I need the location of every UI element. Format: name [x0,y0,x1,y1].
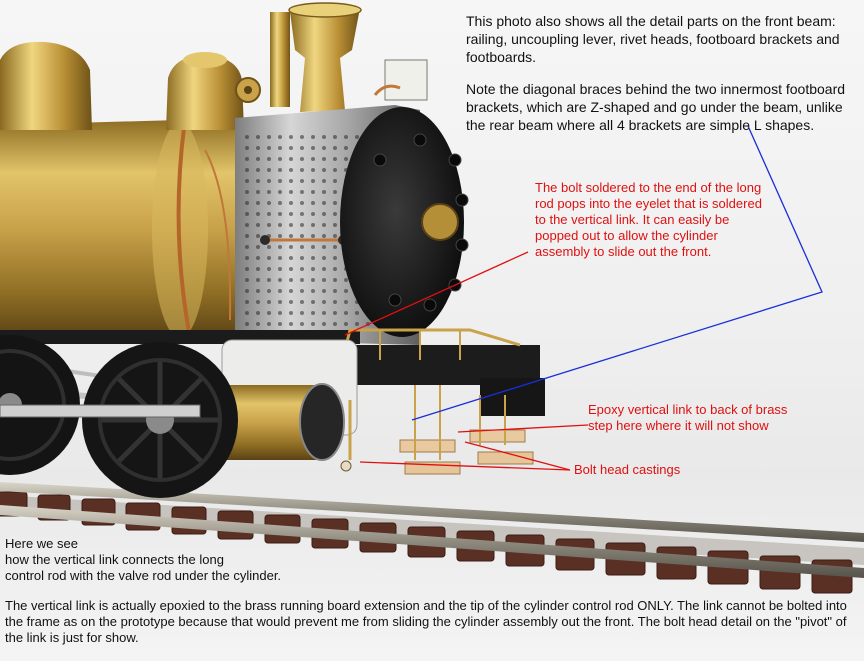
leader-bolthead-1 [359,461,571,471]
smokestack [290,8,360,112]
driving-wheel-front [82,342,238,498]
locomotive [0,2,545,498]
steam-dome-rear [0,41,92,130]
bottom-note-line-1: Here we see [5,536,78,551]
bottom-note: Here we see how the vertical link connec… [5,536,855,646]
top-note-paragraph-2: Note the diagonal braces behind the two … [466,81,846,133]
rail-back [0,482,864,542]
smokebox-front [340,107,464,337]
bottom-note-line-2: how the vertical link connects the long [5,552,224,567]
footboard-3 [469,429,526,443]
epoxy-note: Epoxy vertical link to back of brass ste… [588,402,788,433]
footboard-1 [399,439,456,453]
bolt-head [340,460,352,472]
cylinder [208,385,328,460]
bottom-note-paragraph-2: The vertical link is actually epoxied to… [5,598,847,645]
track [0,482,864,594]
headlight [384,59,428,101]
footboard-4 [477,451,534,465]
leader-brace [411,125,823,421]
leader-bolt [344,251,529,336]
leader-lines [344,125,823,471]
pilot-beam [480,378,545,416]
cylinder-head [299,383,345,461]
whistle-pipe [270,12,290,107]
bolt-head-note: Bolt head castings [574,462,681,477]
leader-epoxy [457,424,589,433]
rail-front [0,505,864,578]
leader-bolthead-2 [464,441,571,471]
sand-dome [166,55,244,130]
bolt-note: The bolt soldered to the end of the long… [535,180,762,259]
top-note-paragraph-1: This photo also shows all the detail par… [466,13,840,65]
number-plate [421,203,459,241]
top-note: This photo also shows all the detail par… [466,12,846,134]
bottom-note-line-3: control rod with the valve rod under the… [5,568,282,583]
side-rod [0,404,201,418]
